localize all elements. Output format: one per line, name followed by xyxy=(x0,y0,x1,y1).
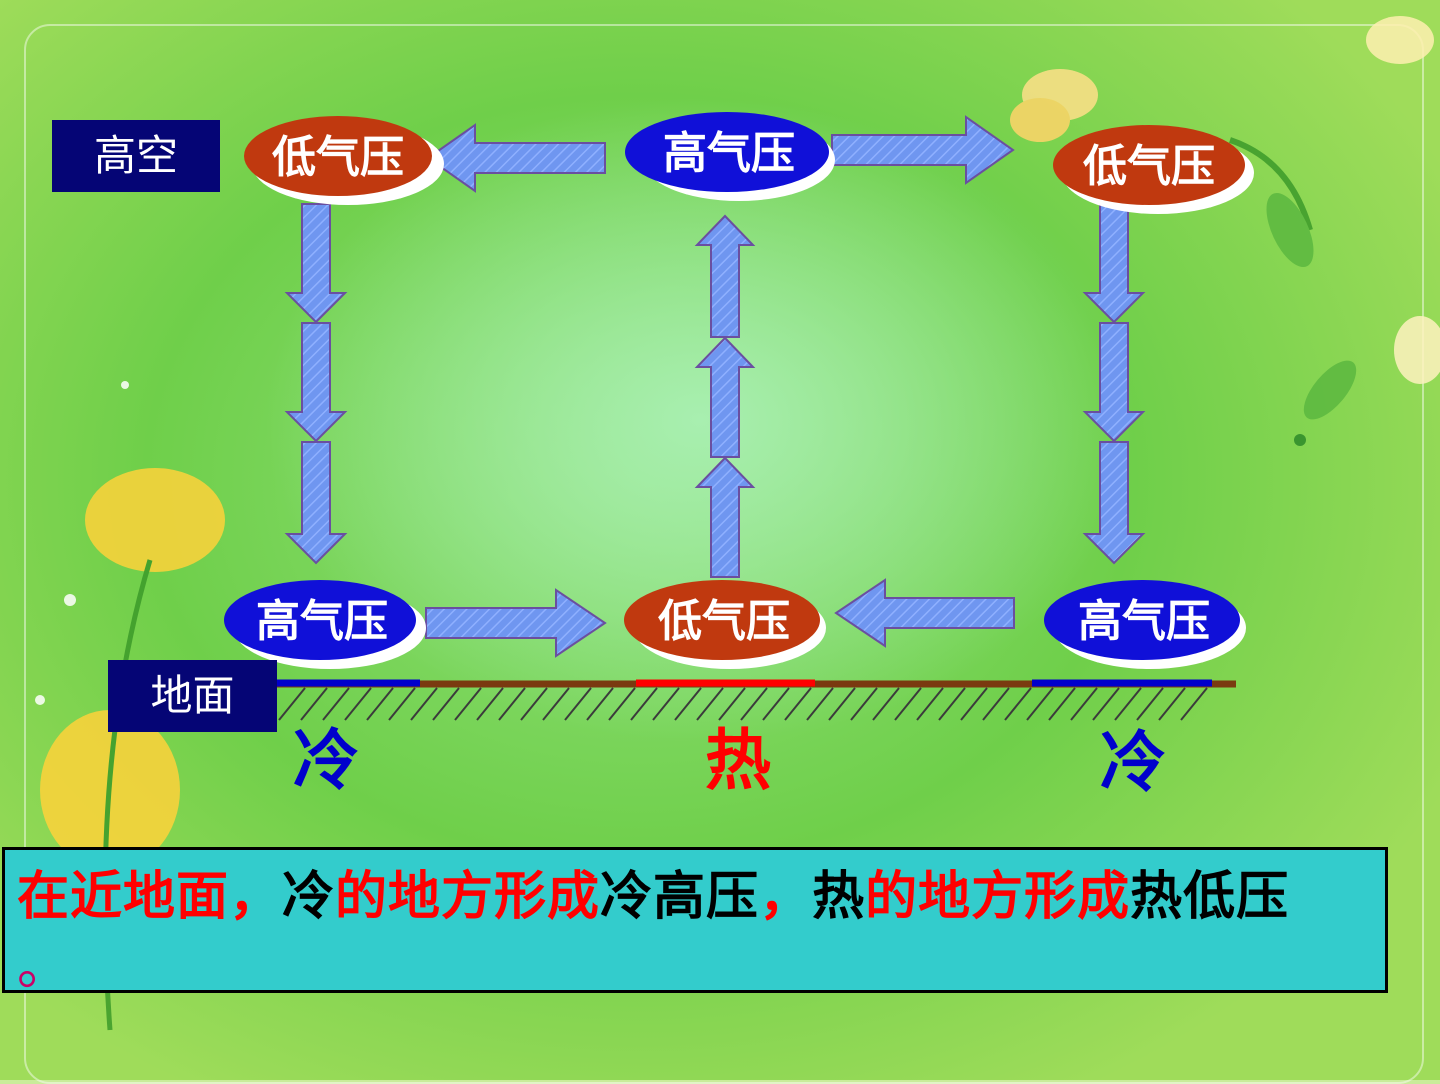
high-altitude-label: 高空 xyxy=(52,120,220,192)
note-segment: 在近地面， xyxy=(17,867,283,927)
arrow-down-right-2 xyxy=(1082,322,1146,443)
note-segment: ， xyxy=(759,867,813,927)
ground-hatch-mark xyxy=(586,687,614,721)
arrow-left-top xyxy=(426,123,606,193)
arrow-down-left-2 xyxy=(284,322,348,443)
ground-hatch-mark xyxy=(696,687,724,721)
ground-hatch-mark xyxy=(982,687,1010,721)
pressure-oval-bottom-left: 高气压 xyxy=(224,580,426,669)
note-segment: 冷高压 xyxy=(600,867,760,927)
berry-dot-icon xyxy=(1294,434,1306,446)
pressure-oval-bottom-center: 低气压 xyxy=(624,580,826,669)
ground-hatch-mark xyxy=(344,687,372,721)
ground-hatch-mark xyxy=(410,687,438,721)
ground-hatch-mark xyxy=(366,687,394,721)
temperature-label-left: 冷 xyxy=(293,722,359,799)
ground-hatch-mark xyxy=(322,687,350,721)
ground-hatch-mark xyxy=(718,687,746,721)
ground-hatch-mark xyxy=(938,687,966,721)
arrow-down-right-3 xyxy=(1082,441,1146,565)
flower-petal-icon xyxy=(1366,16,1434,64)
arrow-down-left-3 xyxy=(284,441,348,565)
ground-hatching xyxy=(278,687,1208,721)
ground-hatch-mark xyxy=(740,687,768,721)
ground-hatch-mark xyxy=(432,687,460,721)
ground-hatch-mark xyxy=(872,687,900,721)
ground-hatch-mark xyxy=(564,687,592,721)
pressure-label-top-center: 高气压 xyxy=(663,128,795,179)
ground-hatch-mark xyxy=(300,687,328,721)
pressure-oval-top-left: 低气压 xyxy=(244,116,444,205)
pressure-label-bottom-left: 高气压 xyxy=(256,596,388,647)
pressure-label-bottom-center: 低气压 xyxy=(658,596,790,647)
arrow-right-bottom xyxy=(425,588,607,658)
ground-hatch-mark xyxy=(828,687,856,721)
arrow-left-bottom xyxy=(834,578,1015,648)
ground-hatch-mark xyxy=(498,687,526,721)
dandelion-flower-icon xyxy=(85,468,225,572)
ground-hatch-mark xyxy=(806,687,834,721)
note-segment: 。 xyxy=(17,937,71,997)
flower-petal-icon xyxy=(1010,98,1070,142)
ground-hatch-mark xyxy=(916,687,944,721)
ground-hatch-mark xyxy=(1048,687,1076,721)
pressure-label-top-left: 低气压 xyxy=(272,132,404,183)
pressure-oval-bottom-right: 高气压 xyxy=(1044,580,1246,669)
arrow-right-top xyxy=(831,115,1015,185)
ground-hatch-mark xyxy=(630,687,658,721)
conclusion-text-box: 在近地面，冷的地方形成冷高压，热的地方形成热低压。 xyxy=(2,847,1388,997)
arrow-up-center-3 xyxy=(694,214,756,338)
ground-label: 地面 xyxy=(108,660,277,732)
temperature-label-center: 热 xyxy=(705,722,771,799)
note-segment: 的地方形成 xyxy=(335,867,601,927)
ground-hatch-mark xyxy=(476,687,504,721)
ground-hatch-mark xyxy=(542,687,570,721)
note-segment: 热低压 xyxy=(1130,867,1290,927)
ground-hatch-mark xyxy=(608,687,636,721)
flower-petal-icon xyxy=(1394,316,1440,384)
sparkle-dot-icon xyxy=(64,594,76,606)
ground-hatch-mark xyxy=(1092,687,1120,721)
arrow-down-left-1 xyxy=(284,203,348,324)
ground-hatch-mark xyxy=(388,687,416,721)
ground-hatch-mark xyxy=(850,687,878,721)
ground-hatch-mark xyxy=(1004,687,1032,721)
arrow-up-center-2 xyxy=(694,336,756,458)
ground-surface xyxy=(228,679,1236,721)
leaf-icon xyxy=(1266,192,1314,268)
pressure-oval-top-center: 高气压 xyxy=(625,112,835,201)
arrow-up-center-1 xyxy=(694,456,756,578)
ground-hatch-mark xyxy=(1114,687,1142,721)
leaf-icon xyxy=(1303,360,1357,420)
vine-stem-icon xyxy=(1229,137,1313,231)
ground-hatch-mark xyxy=(1136,687,1164,721)
ground-hatch-mark xyxy=(1026,687,1054,721)
sparkle-dot-icon xyxy=(35,695,45,705)
ground-hatch-mark xyxy=(784,687,812,721)
ground-hatch-mark xyxy=(674,687,702,721)
pressure-label-top-right: 低气压 xyxy=(1083,141,1215,192)
arrow-down-right-1 xyxy=(1082,203,1146,324)
ground-hatch-mark xyxy=(762,687,790,721)
ground-hatch-mark xyxy=(1070,687,1098,721)
pressure-oval-top-right: 低气压 xyxy=(1053,125,1254,214)
ground-hatch-mark xyxy=(894,687,922,721)
ground-hatch-mark xyxy=(1158,687,1186,721)
ground-hatch-mark xyxy=(278,687,306,721)
note-segment: 的地方形成 xyxy=(865,867,1131,927)
note-segment: 冷 xyxy=(282,867,336,927)
sparkle-dot-icon xyxy=(121,381,129,389)
ground-hatch-mark xyxy=(454,687,482,721)
ground-hatch-mark xyxy=(1180,687,1208,721)
ground-hatch-mark xyxy=(960,687,988,721)
pressure-label-bottom-right: 高气压 xyxy=(1078,596,1210,647)
temperature-label-right: 冷 xyxy=(1100,724,1166,801)
ground-hatch-mark xyxy=(520,687,548,721)
note-segment: 热 xyxy=(812,867,866,927)
ground-hatch-mark xyxy=(652,687,680,721)
